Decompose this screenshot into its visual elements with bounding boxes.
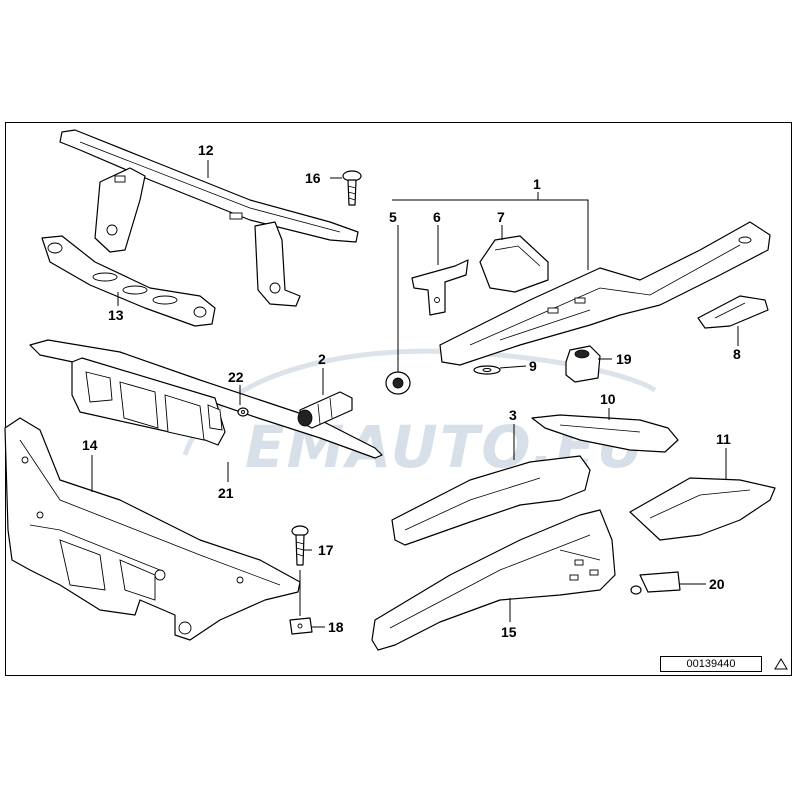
callout-18: 18 <box>328 619 344 635</box>
part-3-longitudinal-member[interactable] <box>391 455 591 546</box>
callout-20: 20 <box>709 576 725 592</box>
callout-16: 16 <box>305 170 321 186</box>
part-16-screw[interactable] <box>342 170 362 206</box>
part-1-engine-carrier[interactable] <box>439 221 771 366</box>
leader-lines <box>91 160 739 628</box>
callout-13: 13 <box>108 307 124 323</box>
callout-17: 17 <box>318 542 334 558</box>
callout-7: 7 <box>497 209 505 225</box>
part-15-front-side-member[interactable] <box>371 509 616 651</box>
part-19-rubber-mount[interactable] <box>565 345 601 383</box>
part-12-upper-cross-member[interactable] <box>59 129 359 307</box>
document-number: 00139440 <box>660 656 762 672</box>
callout-11: 11 <box>716 431 731 447</box>
triangle-icon <box>774 658 788 670</box>
part-5-bush[interactable] <box>385 371 411 395</box>
callout-14: 14 <box>82 437 98 453</box>
part-13-bracket-plate[interactable] <box>41 235 216 327</box>
callout-10: 10 <box>600 391 616 407</box>
callout-12: 12 <box>198 142 214 158</box>
callout-19: 19 <box>616 351 632 367</box>
callout-3: 3 <box>509 407 517 423</box>
callout-21: 21 <box>218 485 234 501</box>
part-20-small-bracket[interactable] <box>630 571 681 595</box>
callout-6: 6 <box>433 209 441 225</box>
part-14-front-panel[interactable] <box>4 417 301 641</box>
callout-2: 2 <box>318 351 326 367</box>
callout-9: 9 <box>529 358 537 374</box>
callout-15: 15 <box>501 624 517 640</box>
part-11-wheel-arch-panel[interactable] <box>629 477 776 541</box>
part-22-clip[interactable] <box>237 407 249 417</box>
part-21-grille-surround[interactable] <box>29 339 383 459</box>
callout-5: 5 <box>389 209 397 225</box>
callout-labels: 12 13 16 2 22 21 14 17 18 1 5 6 7 9 19 8… <box>82 142 741 640</box>
callout-1: 1 <box>533 176 541 192</box>
callout-22: 22 <box>228 369 244 385</box>
part-10-bracket[interactable] <box>531 414 679 453</box>
part-9-washer[interactable] <box>473 365 501 375</box>
part-2-sleeve[interactable] <box>297 391 353 429</box>
part-7-mount[interactable] <box>479 235 549 293</box>
part-6-bracket[interactable] <box>411 259 469 316</box>
callout-8: 8 <box>733 346 741 362</box>
part-18-nut-clip[interactable] <box>289 617 313 635</box>
part-8-plate[interactable] <box>697 295 769 329</box>
part-17-screw[interactable] <box>291 525 309 566</box>
